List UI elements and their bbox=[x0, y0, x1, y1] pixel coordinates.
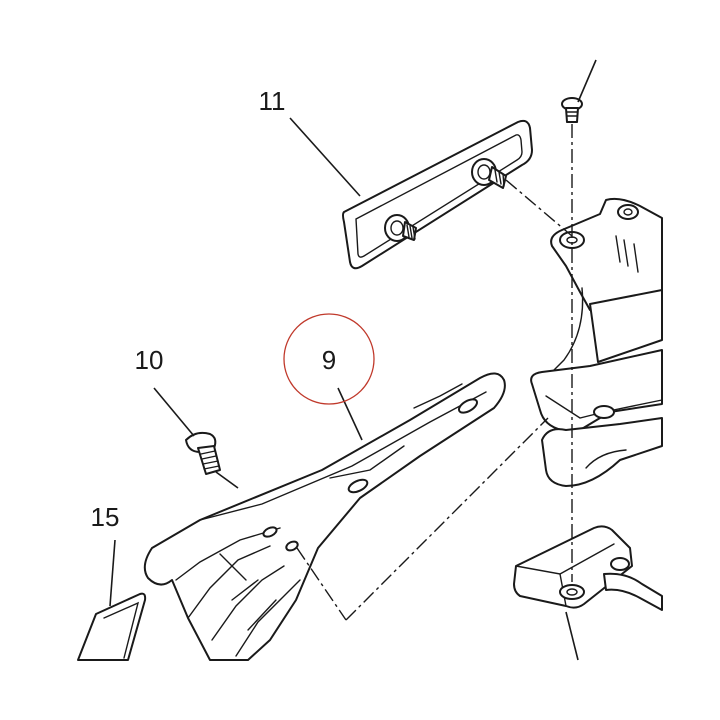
lower-bracket bbox=[513, 525, 663, 611]
part-9-bracket bbox=[143, 372, 506, 661]
part-10-bolt bbox=[185, 431, 221, 475]
part-11-plate bbox=[342, 119, 533, 270]
top-screw bbox=[561, 97, 583, 123]
frame-assembly bbox=[530, 197, 663, 487]
part-15-strip bbox=[77, 592, 147, 661]
highlight-circle bbox=[283, 313, 375, 405]
callout-10: 10 bbox=[135, 345, 164, 375]
callout-11: 11 bbox=[259, 86, 286, 116]
assembly-lines bbox=[296, 124, 573, 621]
callout-15: 15 bbox=[91, 502, 120, 532]
leader-lines bbox=[109, 59, 597, 661]
callout-9: 9 bbox=[322, 345, 336, 375]
